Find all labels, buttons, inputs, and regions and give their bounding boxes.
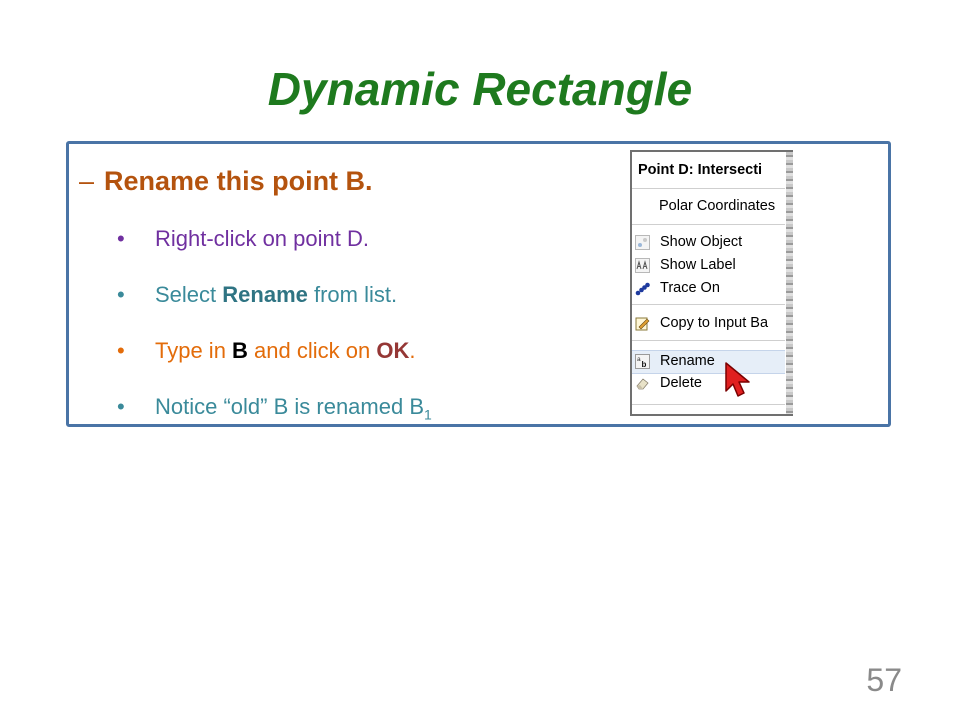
menu-item-label: Copy to Input Ba <box>660 315 769 331</box>
show-object-icon <box>635 235 650 250</box>
bullet-keyword-rename: Rename <box>222 282 308 307</box>
bullet-text: Right-click on point D. <box>155 226 369 251</box>
eraser-icon <box>636 378 649 390</box>
menu-divider <box>632 404 785 405</box>
bullet-text: and click on <box>247 338 377 363</box>
instruction-type-b: • Type in B and click on OK. <box>117 336 432 392</box>
instruction-select-rename: • Select Rename from list. <box>117 280 432 336</box>
menu-divider <box>632 304 785 305</box>
menu-divider <box>632 340 785 341</box>
menu-item-label: Trace On <box>660 280 720 296</box>
instruction-list: • Right-click on point D. • Select Renam… <box>117 224 432 448</box>
context-menu-header: Point D: Intersecti <box>638 162 763 178</box>
menu-item-show-object[interactable]: Show Object <box>632 232 785 254</box>
bullet-marker: • <box>117 338 125 363</box>
menu-item-label: Polar Coordinates <box>659 198 776 214</box>
instruction-right-click: • Right-click on point D. <box>117 224 432 280</box>
bullet-marker: • <box>117 282 125 307</box>
bullet-text: Type in <box>155 338 233 363</box>
slide-title: Dynamic Rectangle <box>267 63 693 115</box>
menu-item-show-label[interactable]: Show Label <box>632 255 785 277</box>
torn-edge <box>786 152 793 414</box>
subscript-one: 1 <box>424 406 432 423</box>
context-menu-screenshot: Point D: Intersecti Polar Coordinates Sh… <box>630 150 793 416</box>
menu-item-label: Delete <box>660 375 702 391</box>
heading-dash: – <box>79 166 95 196</box>
mouse-cursor-icon <box>725 362 750 397</box>
page-number: 57 <box>866 662 902 698</box>
menu-item-copy-to-input-bar[interactable]: Copy to Input Ba <box>632 313 785 335</box>
copy-to-input-icon <box>635 317 650 331</box>
bullet-text: from list. <box>307 282 398 307</box>
heading: –Rename this point B. <box>79 166 373 197</box>
bullet-text: Notice “old” B is renamed B <box>155 394 424 419</box>
bullet-marker: • <box>117 226 125 251</box>
menu-divider <box>632 224 785 225</box>
svg-text:b: b <box>642 360 647 369</box>
content-box: –Rename this point B. • Right-click on p… <box>66 141 891 427</box>
bullet-keyword-b: B <box>232 338 248 363</box>
trace-icon <box>635 282 650 296</box>
menu-item-trace-on[interactable]: Trace On <box>632 278 785 300</box>
menu-item-label: Show Object <box>660 234 743 250</box>
heading-text: Rename this point B. <box>104 166 373 196</box>
menu-item-polar-coordinates[interactable]: Polar Coordinates <box>632 196 785 218</box>
bullet-text: Select <box>155 282 223 307</box>
show-label-icon <box>635 258 650 273</box>
bullet-keyword-ok: OK <box>376 338 410 363</box>
menu-item-rename[interactable]: a b Rename <box>632 350 785 374</box>
menu-item-delete[interactable]: Delete <box>632 373 785 395</box>
menu-divider <box>632 188 785 189</box>
menu-item-label: Rename <box>660 353 715 369</box>
svg-text:a: a <box>637 356 641 363</box>
bullet-text: . <box>409 338 416 363</box>
rename-icon: a b <box>635 354 650 369</box>
bullet-marker: • <box>117 394 125 419</box>
menu-item-label: Show Label <box>660 257 736 273</box>
instruction-notice: • Notice “old” B is renamed B1 <box>117 392 432 448</box>
